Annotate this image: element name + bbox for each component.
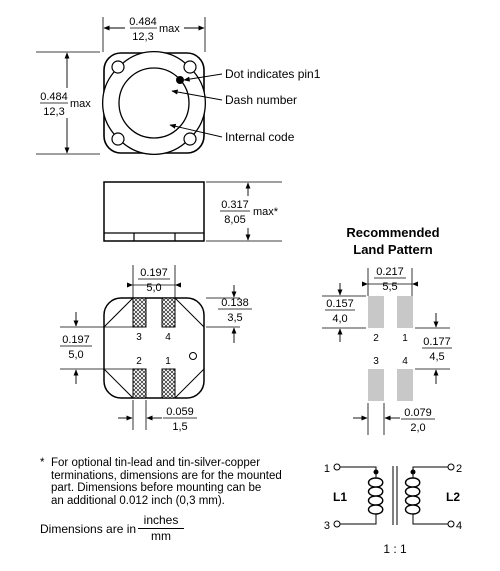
bottom-pad-3 [132, 297, 147, 328]
land-span-inch: 0.217 [376, 266, 404, 278]
bottom-pad-1 [161, 368, 176, 399]
side-body [103, 181, 205, 242]
l2-label: L2 [446, 490, 460, 504]
bottom-pad-4 [161, 297, 176, 328]
top-width-inch: 0.484 [129, 16, 157, 28]
l1-lead-top [340, 466, 377, 478]
footnote-line: part. Dimensions before mounting can be [51, 482, 262, 494]
bottom-chamfer [174, 297, 205, 328]
land-pin-label: 1 [402, 333, 408, 344]
schematic-pin-label: 4 [456, 520, 462, 532]
land-pad-3 [368, 369, 384, 401]
l2-coil [404, 477, 414, 515]
corner-hole [183, 60, 197, 74]
footnote-line: For optional tin-lead and tin-silver-cop… [51, 457, 261, 469]
l1-lead-bottom [340, 514, 377, 525]
land-pad-4 [397, 369, 413, 401]
l1-polarity-dot [373, 469, 379, 475]
bottom-pin-label: 1 [165, 356, 171, 367]
schematic-pin-label: 3 [324, 520, 330, 532]
l2-polarity-dot [410, 469, 416, 475]
land-pad-1 [397, 296, 413, 328]
top-height-inch: 0.484 [40, 91, 68, 103]
units-note-numerator: inches [138, 514, 184, 529]
pin1-dot [176, 76, 184, 84]
bottom-chamfer [103, 297, 134, 328]
bottom-vert-mm: 5,0 [68, 349, 83, 361]
top-core-circle [118, 67, 190, 139]
l1-coil [367, 477, 377, 515]
units-note-denominator: mm [151, 529, 171, 543]
bottom-span-inch: 0.197 [140, 267, 168, 279]
land-pin-label: 3 [373, 356, 379, 367]
footnote-line: an additional 0.012 inch (0,3 mm). [51, 494, 225, 507]
side-view: 0.317 8,05 max* [103, 181, 282, 242]
terminal [447, 463, 455, 471]
bottom-vert-inch: 0.197 [62, 334, 90, 346]
terminal [333, 520, 341, 528]
bottom-pin1-mark [189, 352, 197, 360]
terminal [333, 463, 341, 471]
footnote-star: * [40, 457, 45, 469]
land-title-line1: Recommended [346, 225, 439, 240]
corner-hole [183, 132, 197, 146]
footnote-line: terminations, dimensions are for the mou… [51, 469, 282, 482]
land-len-mm: 4,0 [332, 313, 347, 325]
land-padw-inch: 0.079 [404, 407, 432, 419]
callout-leader-dot [183, 73, 223, 82]
l2-lead-top [412, 466, 448, 478]
l1-label: L1 [333, 490, 347, 504]
callout-internal-code: Internal code [225, 130, 295, 144]
callout-leader-dash [171, 89, 223, 101]
land-gap-inch: 0.177 [423, 336, 451, 348]
land-pad-2 [368, 296, 384, 328]
units-note-prefix: Dimensions are in [40, 522, 137, 536]
terminal [447, 520, 455, 528]
bottom-padw-inch: 0.059 [166, 406, 194, 418]
bottom-pin-label: 4 [165, 332, 171, 343]
schematic: 1 2 3 4 L1 L2 1 : 1 [324, 463, 462, 556]
corner-hole [111, 132, 125, 146]
land-pin-label: 2 [373, 333, 379, 344]
bottom-span-mm: 5,0 [146, 282, 161, 294]
bottom-offset-inch: 0.138 [221, 297, 249, 309]
top-width-mm: 12,3 [132, 31, 153, 43]
side-height-mm: 8,05 [224, 214, 245, 226]
callout-dot-pin1: Dot indicates pin1 [225, 67, 321, 81]
land-title-line2: Land Pattern [353, 242, 433, 257]
l1-coil-front [375, 477, 384, 515]
schematic-pin-label: 2 [456, 463, 462, 475]
bottom-pin-label: 3 [136, 332, 142, 343]
bottom-offset-mm: 3,5 [227, 312, 242, 324]
schematic-pin-label: 1 [324, 463, 330, 475]
side-height-suffix: max* [253, 206, 279, 218]
bottom-chamfer [174, 368, 205, 399]
top-height-mm: 12,3 [43, 106, 64, 118]
l2-coil-front [412, 477, 421, 515]
bottom-pad-2 [132, 368, 147, 399]
l2-lead-bottom [412, 514, 448, 525]
bottom-body-outline [103, 297, 205, 399]
land-gap-mm: 4,5 [429, 351, 444, 363]
top-view: 0.484 12,3 max 0.484 12,3 max Dot indica… [36, 16, 321, 156]
top-height-suffix: max [70, 98, 91, 110]
callout-leader-internal [169, 123, 223, 138]
land-span-mm: 5,5 [382, 281, 397, 293]
land-len-inch: 0.157 [326, 298, 354, 310]
turns-ratio: 1 : 1 [383, 542, 407, 556]
bottom-chamfer [103, 368, 134, 399]
side-height-inch: 0.317 [221, 199, 249, 211]
top-width-suffix: max [159, 23, 180, 35]
bottom-pin-label: 2 [136, 356, 142, 367]
bottom-padw-mm: 1,5 [172, 421, 187, 433]
land-padw-mm: 2,0 [410, 422, 425, 434]
land-pattern: Recommended Land Pattern 0.217 5,5 2 1 3… [322, 225, 452, 435]
callout-dash-number: Dash number [225, 93, 297, 107]
corner-hole [111, 60, 125, 74]
bottom-view: 0.197 5,0 3 4 2 1 0.138 3,5 0.197 5,0 [60, 265, 252, 433]
land-pin-label: 4 [402, 356, 408, 367]
